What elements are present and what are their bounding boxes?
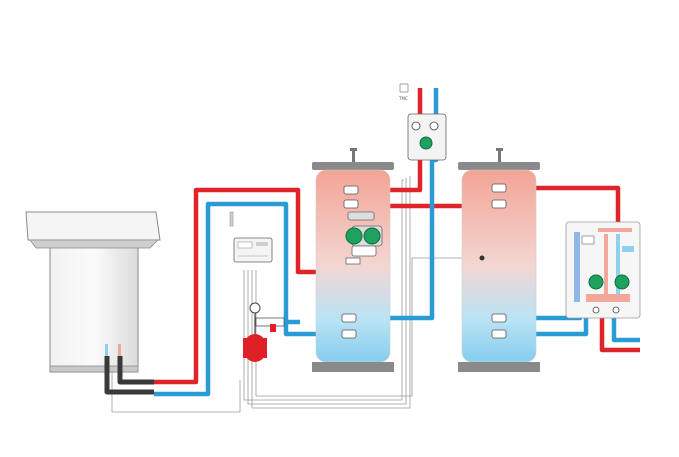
controller-unit [229,211,273,263]
heating-distribution-module [565,221,641,319]
buffer-tank-2 [458,148,540,372]
circulation-pump-icon [419,136,433,150]
pressure-gauge-icon [249,302,261,314]
expansion-vessel [243,302,285,362]
solar-pump-station: TMC [398,83,447,161]
control-wires [111,176,478,413]
temperature-sensor-icon [479,255,485,261]
tank-fittings [341,183,507,339]
circulation-pump-icon [363,227,381,245]
temperature-sensor-icon [399,83,409,93]
circulation-pump-icon [588,274,604,290]
heat-pump-unit [25,211,161,373]
circulation-pump-icon [345,227,363,245]
insulated-pipes [104,356,154,395]
pump-station-sensor-label: TMC [398,96,408,101]
tank-pump-group [345,211,383,265]
circulation-pump-icon [614,274,630,290]
